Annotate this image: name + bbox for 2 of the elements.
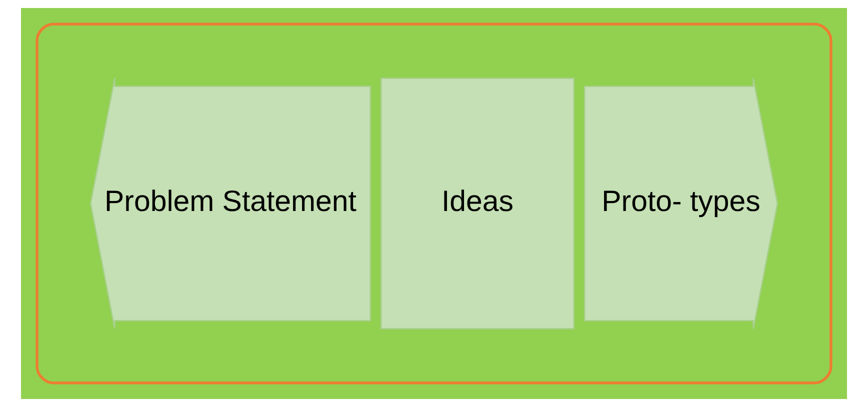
cluster xyxy=(36,22,832,384)
node-box: Ideas xyxy=(380,78,575,330)
